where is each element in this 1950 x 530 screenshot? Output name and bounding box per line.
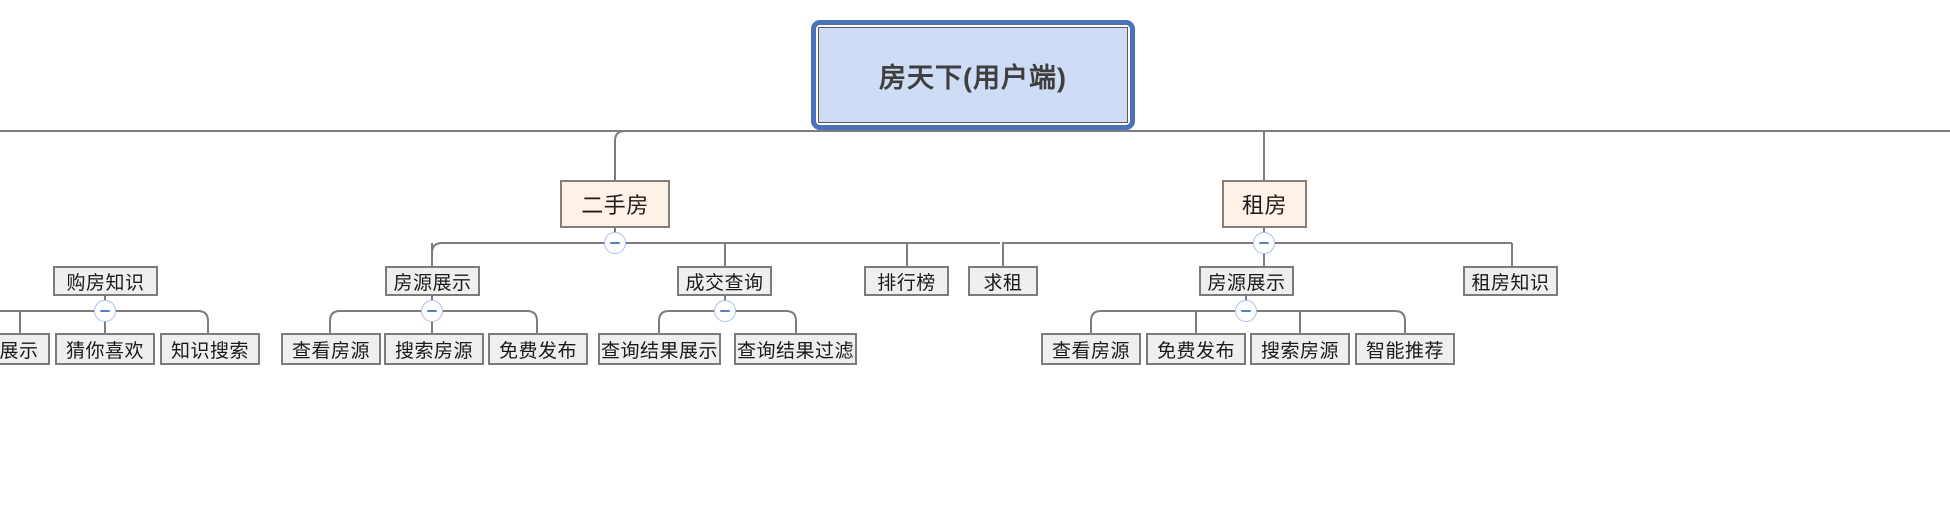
node-fangyuanzhanshi-ershoufang[interactable]: 房源展示 (385, 266, 480, 296)
leaf-sousuofangyuan-ershoufang[interactable]: 搜索房源 (384, 333, 484, 365)
leaf-zhanshi[interactable]: 展示 (0, 333, 50, 365)
minus-icon (610, 242, 620, 244)
leaf-mianfeifabu-zufang[interactable]: 免费发布 (1146, 333, 1246, 365)
root-selection-outline[interactable] (811, 20, 1135, 130)
leaf-cainixihuan[interactable]: 猜你喜欢 (55, 333, 155, 365)
toggle-zufang-fangyuanzhanshi[interactable] (1235, 300, 1257, 322)
minus-icon (1259, 242, 1269, 244)
node-qiuzu[interactable]: 求租 (968, 266, 1038, 296)
node-ershoufang[interactable]: 二手房 (560, 180, 670, 228)
toggle-chengjiaochaxun[interactable] (714, 300, 736, 322)
leaf-chaxunjieguozhanshi[interactable]: 查询结果展示 (598, 333, 721, 365)
toggle-ershoufang[interactable] (604, 232, 626, 254)
leaf-mianfeifabu-ershoufang[interactable]: 免费发布 (488, 333, 588, 365)
leaf-chakanfangyuan-ershoufang[interactable]: 查看房源 (281, 333, 381, 365)
minus-icon (720, 310, 730, 312)
node-chengjiaochaxun[interactable]: 成交查询 (677, 266, 772, 296)
leaf-zhinengtuijian[interactable]: 智能推荐 (1355, 333, 1455, 365)
minus-icon (100, 310, 110, 312)
leaf-zhishisousuo[interactable]: 知识搜索 (160, 333, 260, 365)
node-paihangbang[interactable]: 排行榜 (864, 266, 949, 296)
node-goufangzhishi[interactable]: 购房知识 (53, 266, 158, 296)
node-zufang[interactable]: 租房 (1222, 180, 1307, 228)
toggle-ershoufang-fangyuanzhanshi[interactable] (421, 300, 443, 322)
node-zufangzhishi[interactable]: 租房知识 (1463, 266, 1558, 296)
leaf-sousuofangyuan-zufang[interactable]: 搜索房源 (1250, 333, 1350, 365)
toggle-goufangzhishi[interactable] (94, 300, 116, 322)
node-fangyuanzhanshi-zufang[interactable]: 房源展示 (1199, 266, 1294, 296)
minus-icon (1241, 310, 1251, 312)
node-root[interactable]: 房天下(用户端) (818, 27, 1128, 123)
leaf-chaxunjieguoguolv[interactable]: 查询结果过滤 (734, 333, 857, 365)
leaf-chakanfangyuan-zufang[interactable]: 查看房源 (1041, 333, 1141, 365)
toggle-zufang[interactable] (1253, 232, 1275, 254)
minus-icon (427, 310, 437, 312)
